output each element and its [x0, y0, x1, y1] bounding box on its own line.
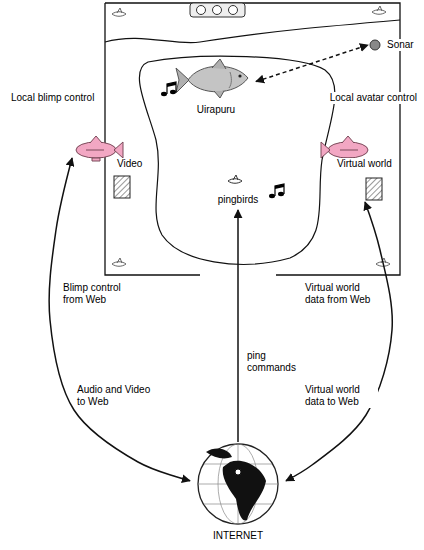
video-monitor [114, 176, 130, 198]
diagram-node: Uirapuru [176, 58, 256, 120]
connector [256, 45, 368, 82]
globe-grid [198, 444, 278, 524]
flow-label: Virtual world data to Web [304, 384, 378, 408]
fish-fin [212, 59, 226, 98]
fish-body [188, 66, 248, 92]
node-label: pingbirds [217, 194, 260, 206]
node-label: INTERNET [212, 530, 264, 542]
diagram-node: pingbirds [208, 172, 268, 210]
room-outline [105, 3, 400, 275]
note-beam [275, 184, 284, 189]
continent [223, 461, 266, 521]
diagram-node: Sonar [368, 36, 420, 56]
speaker [229, 6, 238, 15]
globe [198, 444, 278, 524]
globe-origin [235, 469, 241, 475]
note-head [161, 92, 167, 96]
bird-sketch [372, 6, 386, 14]
node-label: Local blimp control [10, 92, 95, 104]
node-label: Local avatar control [329, 92, 418, 104]
diagram-node: Video [108, 158, 150, 202]
note-head [170, 90, 176, 94]
music-note [161, 82, 176, 96]
diagram-node: Local avatar control [298, 90, 420, 158]
note-beam [167, 82, 176, 87]
connector-label: Virtual world data from Web [304, 282, 378, 306]
fish-eye [238, 74, 241, 77]
bird-sketch [112, 8, 126, 16]
node-label: Uirapuru [196, 104, 236, 116]
note-stem [275, 184, 284, 196]
speaker [197, 6, 206, 15]
node-label: Sonar [386, 39, 415, 51]
diagram-node: Virtual world [334, 158, 400, 202]
speaker-bar [190, 3, 245, 17]
diagram-node: INTERNET [190, 442, 286, 544]
pool-edge [105, 20, 400, 43]
node-label: Virtual world [336, 158, 393, 170]
connector [286, 202, 392, 481]
speaker [213, 6, 222, 15]
fish-gill [229, 72, 231, 88]
connector-label: Blimp control from Web [62, 282, 136, 306]
music-note [269, 184, 284, 198]
bird-sketch [112, 258, 126, 266]
node-label: Video [116, 158, 143, 170]
note-stem [167, 82, 176, 94]
continent [206, 449, 232, 459]
pingbird-icon [228, 175, 242, 183]
connector [237, 210, 239, 442]
connector-label: ping commands [246, 350, 300, 374]
diagram-node: Local blimp control [6, 90, 124, 158]
connector [49, 158, 190, 481]
note-head [269, 194, 275, 198]
fish-tail [176, 68, 189, 93]
flow-label: Audio and Video to Web [76, 384, 160, 408]
world-monitor [366, 178, 382, 200]
pool-outline [139, 56, 335, 264]
note-head [278, 192, 284, 196]
sonar-device [370, 40, 380, 50]
